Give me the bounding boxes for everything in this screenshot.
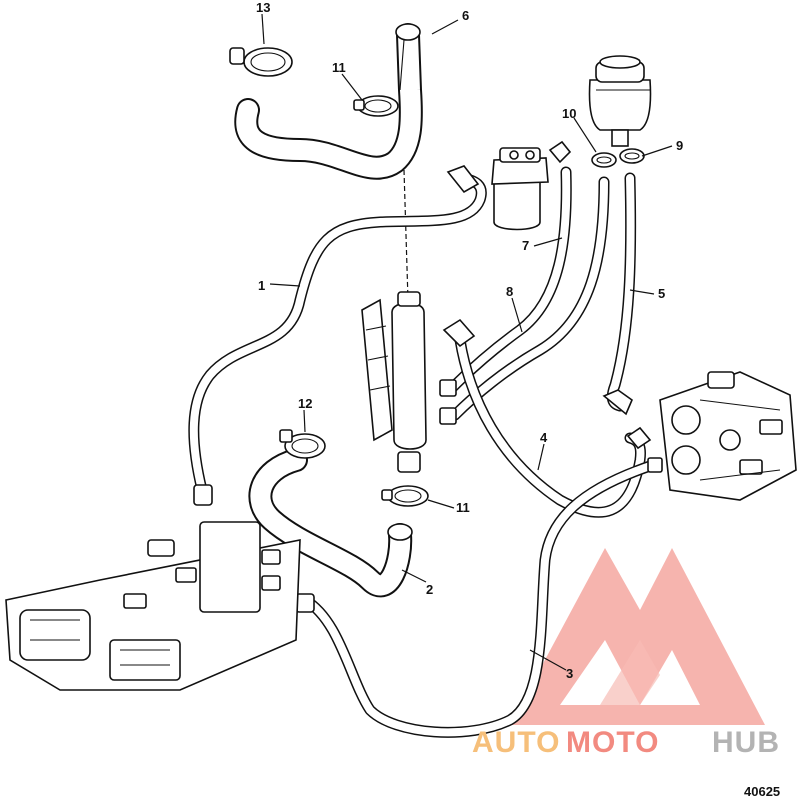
hose-1-fitting <box>193 484 213 506</box>
clamp-11-lower <box>381 485 429 507</box>
fuel-filter-housing <box>491 140 572 231</box>
watermark-auto: AUTO <box>472 726 560 759</box>
leader-lines <box>261 13 673 671</box>
cooler-assembly <box>361 291 427 473</box>
filter-fitting <box>548 140 572 164</box>
callout-labels: 13 6 11 10 9 7 8 5 1 4 12 11 2 3 <box>256 0 683 681</box>
hose-3 <box>295 457 663 738</box>
callout-7: 7 <box>522 238 529 253</box>
hose-6 <box>234 23 423 180</box>
clamp-12 <box>279 429 326 459</box>
callout-11-upper: 11 <box>332 60 346 75</box>
callout-6: 6 <box>462 8 469 23</box>
callout-10: 10 <box>562 106 576 121</box>
figure-number: 40625 <box>744 784 780 799</box>
hose-2-end <box>387 523 413 541</box>
callout-11-lower: 11 <box>456 500 470 515</box>
hose-6-highlight <box>399 39 405 91</box>
callout-9: 9 <box>676 138 683 153</box>
watermark-logo <box>510 548 765 725</box>
callout-4: 4 <box>540 430 548 445</box>
watermark-hub: HUB <box>712 726 780 759</box>
hose-5 <box>602 172 637 416</box>
hose-2 <box>248 448 413 598</box>
clamp-13 <box>229 47 293 77</box>
hose-4-fitting <box>442 318 476 348</box>
hose-8 <box>439 176 610 425</box>
hose-4-elbow <box>626 426 652 450</box>
hose-3-end-fitting <box>647 457 663 473</box>
callout-12: 12 <box>298 396 312 411</box>
callout-2: 2 <box>426 582 433 597</box>
watermark-moto: MOTO <box>566 726 659 759</box>
hose-4 <box>442 318 652 518</box>
hose-3-fitting <box>295 593 315 613</box>
callout-13: 13 <box>256 0 270 15</box>
dashed-assembly-line <box>403 169 409 301</box>
clamp-10 <box>591 152 617 168</box>
hose-6-end <box>395 23 421 41</box>
callout-3: 3 <box>566 666 573 681</box>
callout-1: 1 <box>258 278 265 293</box>
power-steering-pump <box>659 371 797 501</box>
clamp-11-upper <box>353 95 399 117</box>
hose-1 <box>188 165 487 506</box>
callout-5: 5 <box>658 286 665 301</box>
valve-block-assembly <box>5 521 301 691</box>
watermark-text: AUTO MOTO HUB <box>472 726 780 759</box>
fluid-reservoir <box>588 55 652 147</box>
hose-7 <box>446 166 572 394</box>
clamp-9 <box>619 148 645 164</box>
hose-1-elbow-fitting <box>446 165 480 194</box>
callout-8: 8 <box>506 284 513 299</box>
hose-5-fitting <box>602 389 633 416</box>
